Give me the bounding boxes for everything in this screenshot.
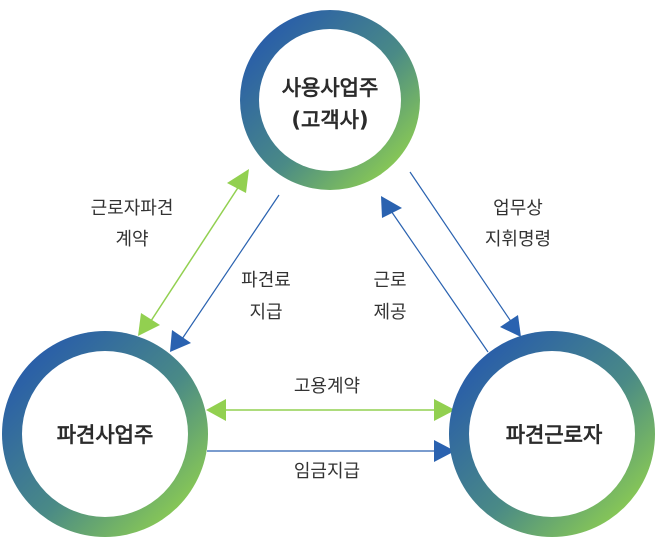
user-employer-label-line2: (고객사) <box>291 108 368 132</box>
dispatch-employer-label: 파견사업주 <box>57 423 154 447</box>
dispatch-contract-arrowhead-bottom <box>138 313 160 336</box>
dispatched-worker-inner <box>469 351 635 517</box>
work-direction-arrow-line <box>409 171 515 327</box>
employment-contract-arrowhead-right <box>434 399 455 421</box>
dispatch-fee-label-line1: 파견료 <box>241 270 291 291</box>
node-dispatch-employer: 파견사업주 <box>2 331 208 537</box>
dispatch-fee-label-line2: 지급 <box>249 302 282 323</box>
user-employer-label-line1: 사용사업주 <box>282 76 379 100</box>
user-employer-inner <box>259 29 401 171</box>
labor-provision-label-line2: 제공 <box>373 302 406 323</box>
dispatch-contract-arrow-line <box>146 179 244 328</box>
work-direction-arrowhead <box>500 315 521 337</box>
dispatch-contract-label-line1: 근로자파견 <box>91 198 174 219</box>
dispatch-fee-arrow-line <box>179 194 280 343</box>
node-dispatched-worker: 파견근로자 <box>449 331 655 537</box>
labor-provision-arrowhead <box>381 196 402 218</box>
dispatch-fee-arrowhead <box>170 330 191 352</box>
wage-payment-arrowhead <box>434 440 455 462</box>
employment-contract-label: 고용계약 <box>294 376 360 397</box>
dispatch-contract-arrowhead-top <box>227 169 249 193</box>
dispatch-employer-inner <box>22 351 188 517</box>
work-direction-label-line1: 업무상 <box>493 198 543 219</box>
work-direction-label-line2: 지휘명령 <box>485 229 551 250</box>
dispatch-contract-label-line2: 계약 <box>115 229 148 250</box>
dispatched-worker-label: 파견근로자 <box>506 423 603 447</box>
employment-contract-arrowhead-left <box>206 399 226 421</box>
node-user-employer: 사용사업주 (고객사) <box>240 10 420 190</box>
wage-payment-label: 임금지급 <box>294 461 360 482</box>
labor-provision-arrow-line <box>388 207 489 353</box>
labor-provision-label-line1: 근로 <box>373 270 406 291</box>
